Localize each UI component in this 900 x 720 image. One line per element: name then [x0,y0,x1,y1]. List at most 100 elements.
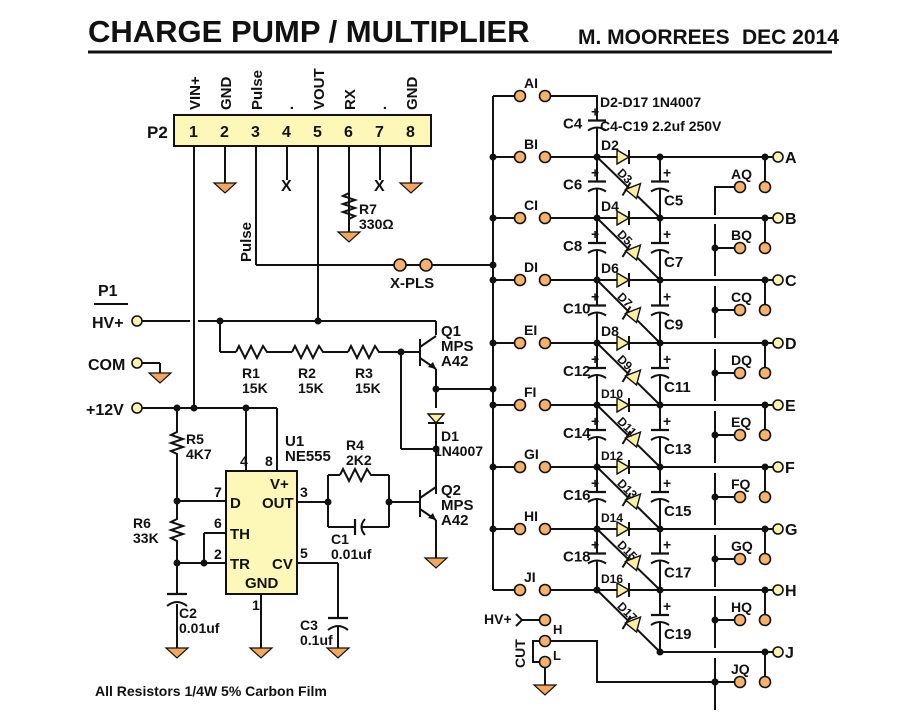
output-label: E [785,398,796,415]
output-terminal-j[interactable] [772,646,784,658]
c1-value: 0.01uf [331,546,372,562]
u1-label-out: OUT [262,495,294,512]
input-pad-hi[interactable] [513,522,527,536]
output-terminal-c[interactable] [772,274,784,286]
right-cap-label: C15 [664,503,692,520]
input-pad-di[interactable] [538,273,552,287]
p1-label: P1 [98,283,118,300]
input-pad-ji[interactable] [513,583,527,597]
note-resistors: All Resistors 1/4W 5% Carbon Film [95,683,327,699]
nc-mark-pin4: X [281,178,292,195]
jumper-pad-hq[interactable] [758,613,772,627]
jumper-label: DQ [731,352,752,368]
input-pad-fi[interactable] [538,398,552,412]
right-cap-label: C17 [664,565,692,582]
p2-pin-name: VIN+ [187,76,204,110]
polarity-plus: + [663,226,671,242]
d1-diode [426,413,446,425]
input-pad-ei[interactable] [513,336,527,350]
diode-d6 [616,271,631,289]
input-pad-gi[interactable] [513,460,527,474]
input-pad-gi[interactable] [538,460,552,474]
output-terminal-b[interactable] [772,212,784,224]
left-cap-label: C6 [563,177,582,194]
diode-d4 [616,209,631,227]
polarity-plus: + [591,289,599,305]
input-pad-ai[interactable] [513,89,527,103]
left-cap-label: C4 [563,116,583,133]
input-pad-di[interactable] [513,273,527,287]
output-terminal-h[interactable] [772,584,784,596]
input-pad-fi[interactable] [513,398,527,412]
r4-ref: R4 [346,437,364,453]
jumper-label: GQ [731,538,753,554]
p2-pin-number: 4 [282,124,291,141]
jumper-label: CQ [731,289,752,305]
jumper-pad-eq[interactable] [733,428,747,442]
input-pad-hi[interactable] [538,522,552,536]
u1-label-d: D [230,495,241,512]
jumper-pad-aq[interactable] [733,180,747,194]
jumper-pad-dq[interactable] [733,366,747,380]
cut-pad-h[interactable] [538,634,552,648]
polarity-plus: + [663,289,671,305]
fwd-diode-label: D12 [601,449,623,463]
jumper-pad-eq[interactable] [758,428,772,442]
jumper-pad-jq[interactable] [758,675,772,689]
output-terminal-a[interactable] [772,151,784,163]
cut-l-label: L [553,648,561,663]
jumper-pad-cq[interactable] [733,303,747,317]
r7-resistor [339,190,359,232]
d1-ref: D1 [441,428,459,444]
p2-pin-number: 6 [344,124,353,141]
output-terminal-g[interactable] [772,523,784,535]
x-pls-pad-2[interactable] [419,258,433,272]
jumper-pad-fq[interactable] [758,490,772,504]
output-terminal-d[interactable] [772,337,784,349]
cut-pad-hv[interactable] [538,613,552,627]
cut-pad-l[interactable] [538,655,552,669]
com-terminal[interactable] [131,357,143,369]
v12-label: +12V [86,402,124,419]
r3-value: 15K [355,380,381,396]
ground-icon [325,647,351,659]
output-terminal-f[interactable] [772,461,784,473]
input-pad-ji[interactable] [538,583,552,597]
x-pls-pad-1[interactable] [393,258,407,272]
p2-pin-name: GND [404,77,421,111]
jumper-pad-aq[interactable] [758,180,772,194]
jumper-pad-fq[interactable] [733,490,747,504]
jumper-pad-cq[interactable] [758,303,772,317]
jumper-pad-gq[interactable] [733,552,747,566]
q2-transistor [389,486,437,558]
r4-resistor [339,466,374,484]
v12-terminal[interactable] [131,402,143,414]
input-pad-ci[interactable] [513,211,527,225]
input-pad-ci[interactable] [538,211,552,225]
jumper-pad-hq[interactable] [733,613,747,627]
ground-icon [423,557,449,569]
polarity-plus: + [591,351,599,367]
p2-pin-name: Pulse [249,70,266,110]
input-label: AI [524,75,538,91]
jumper-pad-bq[interactable] [733,241,747,255]
jumper-pad-gq[interactable] [758,552,772,566]
output-label: A [785,150,797,167]
hv-terminal[interactable] [131,315,143,327]
output-label: J [785,645,794,662]
u1-label-tr: TR [230,556,250,573]
jumper-pad-jq[interactable] [733,675,747,689]
input-pad-ei[interactable] [538,336,552,350]
u1-label-th: TH [230,526,250,543]
jumper-pad-dq[interactable] [758,366,772,380]
u1-label-cv: CV [272,556,293,573]
jumper-pad-bq[interactable] [758,241,772,255]
input-pad-ai[interactable] [538,89,552,103]
input-pad-bi[interactable] [538,150,552,164]
output-terminal-e[interactable] [772,399,784,411]
diode-d9 [624,368,642,387]
diode-bar [621,430,632,445]
q1-line1: MPS [441,338,474,355]
input-pad-bi[interactable] [513,150,527,164]
